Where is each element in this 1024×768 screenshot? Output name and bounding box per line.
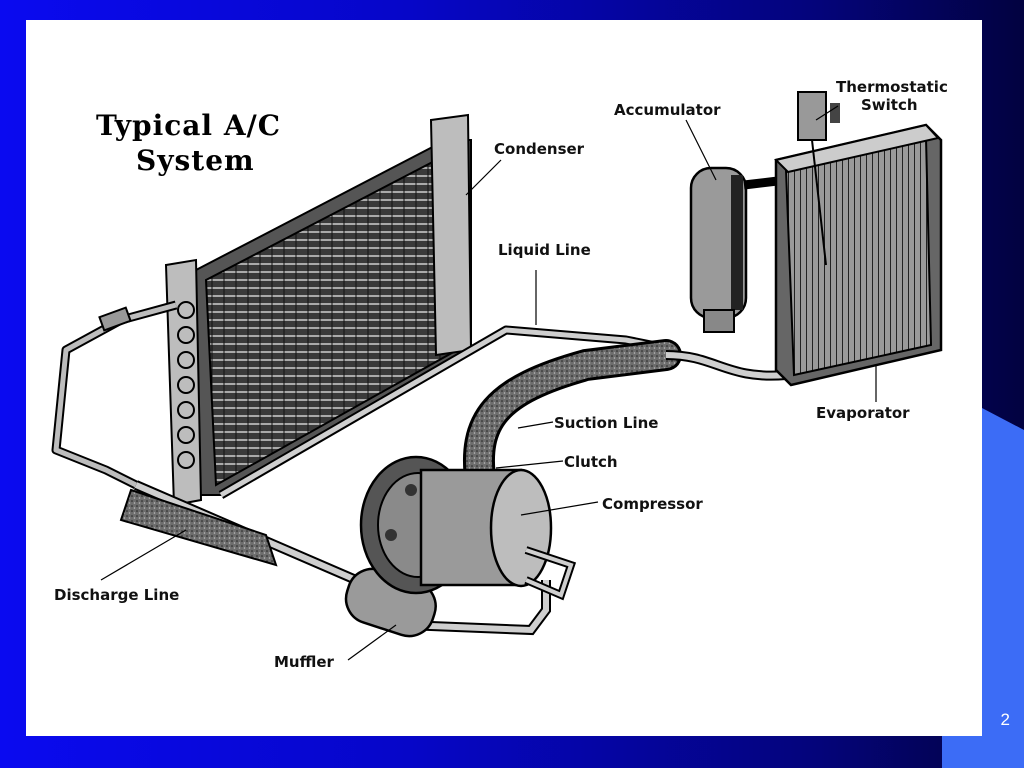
label-clutch: Clutch (564, 453, 618, 471)
page-number: 2 (1000, 710, 1010, 729)
discharge-line (119, 480, 358, 585)
condenser (164, 113, 473, 507)
label-condenser: Condenser (494, 140, 585, 158)
label-compressor: Compressor (602, 495, 703, 513)
label-muffler: Muffler (274, 653, 335, 671)
diagram-title-line1: Typical A/C (96, 109, 281, 142)
suction-line (462, 339, 682, 501)
diagram-panel: Typical A/C System (26, 20, 982, 736)
label-discharge-line: Discharge Line (54, 586, 179, 604)
compressor (359, 455, 577, 601)
label-suction-line: Suction Line (554, 414, 658, 432)
label-accumulator: Accumulator (614, 101, 721, 119)
accumulator (689, 166, 787, 333)
ac-system-diagram: Typical A/C System (51, 78, 948, 671)
label-thermostatic-switch-1: Thermostatic (836, 78, 948, 96)
label-evaporator: Evaporator (816, 404, 910, 422)
label-thermostatic-switch-2: Switch (861, 96, 918, 114)
label-liquid-line: Liquid Line (498, 241, 591, 259)
evaporator (774, 123, 943, 387)
diagram-title-line2: System (136, 144, 255, 177)
